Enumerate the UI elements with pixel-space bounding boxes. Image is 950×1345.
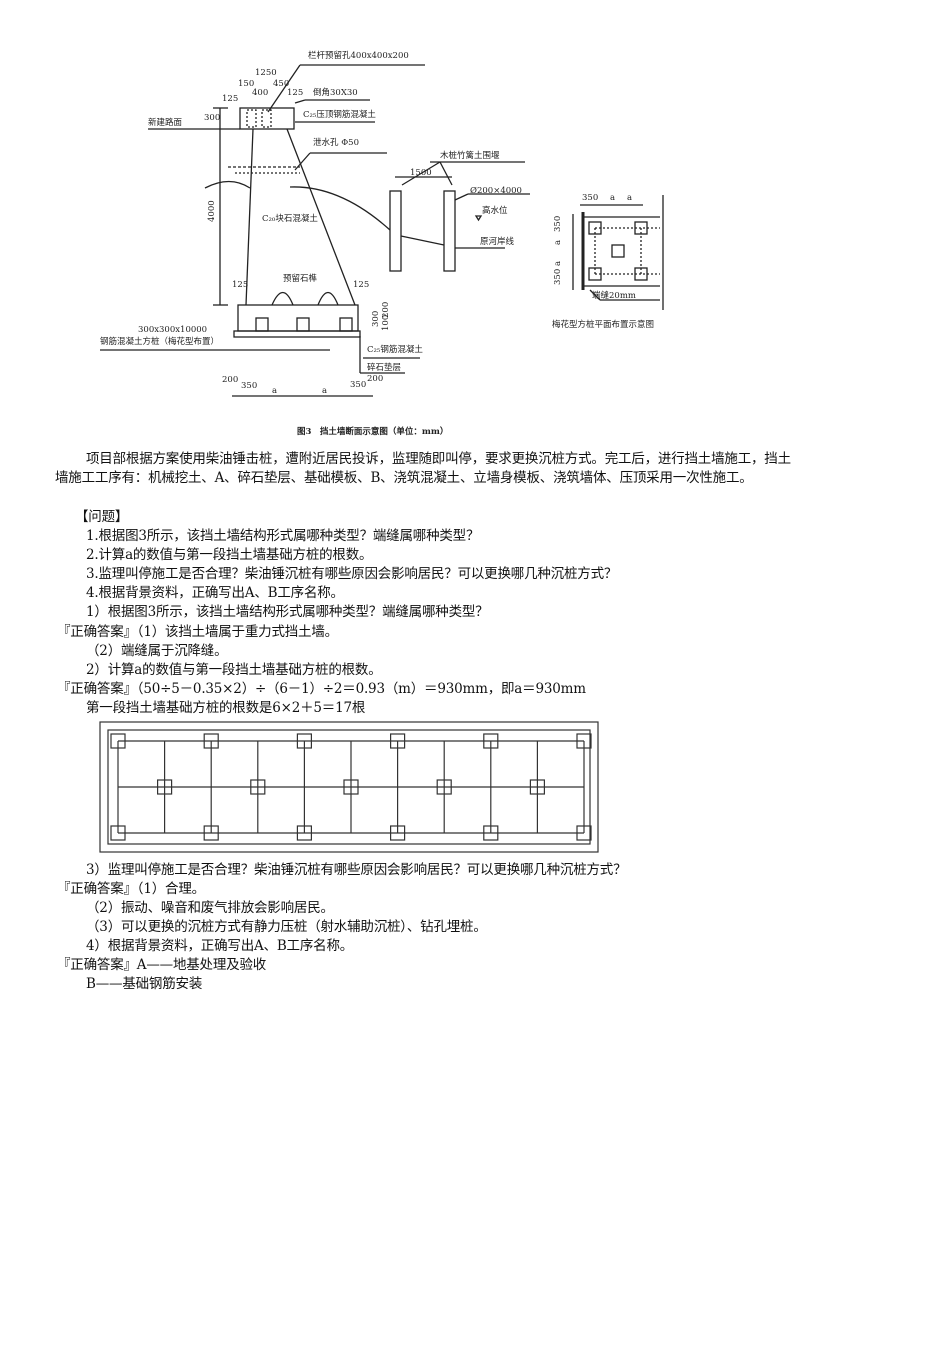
- answer-3-part-1: 『正确答案』（1）合理。: [57, 881, 205, 897]
- answer-2-part-2: 第一段挡土墙基础方桩的根数是6×2＋5＝17根: [86, 700, 366, 716]
- pile-cap-inner-outline: [107, 729, 591, 845]
- dim-100-base: 100: [381, 315, 391, 331]
- square-pile: [296, 825, 312, 841]
- label-river-bank: 原河岸线: [480, 236, 515, 247]
- plan-dim-a-2: a: [627, 193, 632, 203]
- label-railing-hole: 栏杆预留孔400x400x200: [308, 50, 409, 61]
- answer-2-part-1: 『正确答案』（50÷5－0.35×2）÷（6－1）÷2＝0.93（m）＝930m…: [57, 681, 586, 697]
- answer-3-part-2: （2）振动、噪音和废气排放会影响居民。: [86, 900, 334, 916]
- label-reserved-stone: 预留石榫: [283, 273, 318, 284]
- dim-4000: 4000: [207, 200, 217, 222]
- label-cofferdam: 木桩竹篱土围堰: [440, 150, 500, 161]
- plan-dim-a-1: a: [610, 193, 615, 203]
- square-pile: [203, 825, 219, 841]
- answer-1-part-1: 『正确答案』（1）该挡土墙属于重力式挡土墙。: [57, 624, 338, 640]
- questions-heading: 【问题】: [75, 509, 129, 525]
- dim-125-top-right: 125: [287, 88, 303, 98]
- square-pile: [296, 733, 312, 749]
- dim-200-base: 200: [381, 302, 391, 318]
- dim-350-right: 350: [350, 380, 366, 390]
- answer-3-question: 3）监理叫停施工是否合理？柴油锤沉桩有哪些原因会影响居民？可以更换哪几种沉桩方式…: [86, 862, 627, 878]
- question-4: 4.根据背景资料，正确写出A、B工序名称。: [86, 585, 344, 601]
- figure-caption: 图3 挡土墙断面示意图（单位：mm）: [297, 426, 448, 437]
- dim-300: 300: [204, 113, 220, 123]
- dim-200-left: 200: [222, 375, 238, 385]
- dim-125-right: 125: [353, 280, 369, 290]
- answer-1-part-2: （2）端缝属于沉降缝。: [86, 643, 228, 659]
- square-pile: [436, 779, 452, 795]
- square-pile: [110, 733, 126, 749]
- square-pile: [250, 779, 266, 795]
- label-base-concrete: C₂₅钢筋混凝土: [367, 344, 423, 355]
- answer-4-question: 4）根据背景资料，正确写出A、B工序名称。: [86, 938, 354, 954]
- dim-200-right: 200: [367, 374, 383, 384]
- square-pile: [576, 733, 592, 749]
- paragraph-line-2: 墙施工工序有：机械挖土、A、碎石垫层、基础模板、B、浇筑混凝土、立墙身模板、浇筑…: [55, 470, 753, 486]
- label-pile-size: Ø200×4000: [470, 185, 522, 196]
- answer-1-question: 1）根据图3所示，该挡土墙结构形式属哪种类型？端缝属哪种类型？: [86, 604, 489, 620]
- plan-dim-va-1: a: [553, 240, 563, 245]
- label-square-pile-desc: 钢筋混凝土方桩（梅花型布置）: [100, 336, 219, 347]
- plan-dim-v350-top: 350: [553, 216, 563, 232]
- dim-125-left: 125: [232, 280, 248, 290]
- paragraph-line-1: 项目部根据方案使用柴油锤击桩，遭附近居民投诉，监理随即叫停，要求更换沉桩方式。完…: [86, 451, 791, 467]
- label-end-joint: 端缝20mm: [592, 290, 636, 301]
- dim-1500: 1500: [410, 168, 432, 178]
- dim-450: 450: [273, 79, 289, 89]
- plan-dim-va-2: a: [553, 261, 563, 266]
- plan-dim-v350-bot: 350: [553, 269, 563, 285]
- square-pile: [343, 779, 359, 795]
- dim-150: 150: [238, 79, 254, 89]
- answer-3-part-3: （3）可以更换的沉桩方式有静力压桩（射水辅助沉桩）、钻孔埋桩。: [86, 919, 487, 935]
- label-coping: C₂₅压顶钢筋混凝土: [303, 109, 376, 120]
- dim-300-base: 300: [371, 311, 381, 327]
- square-pile: [110, 825, 126, 841]
- question-1: 1.根据图3所示，该挡土墙结构形式属哪种类型？端缝属哪种类型？: [86, 528, 480, 544]
- dim-1250: 1250: [255, 68, 277, 78]
- question-2: 2.计算a的数值与第一段挡土墙基础方桩的根数。: [86, 547, 373, 563]
- pile-layout-diagram: [99, 721, 599, 853]
- plan-title: 梅花型方桩平面布置示意图: [552, 319, 654, 330]
- label-weep-hole: 泄水孔 Φ50: [313, 137, 359, 148]
- retaining-wall-section-figure: 栏杆预留孔400x400x200 1250 150 450 400 125 12…: [100, 50, 664, 437]
- square-pile: [483, 733, 499, 749]
- dim-a-1: a: [272, 386, 277, 396]
- label-square-pile: 300x300x10000: [138, 325, 207, 335]
- square-pile: [157, 779, 173, 795]
- dim-400: 400: [252, 88, 268, 98]
- dim-125-top-left: 125: [222, 94, 238, 104]
- label-rubble-concrete: C₂₀块石混凝土: [262, 213, 318, 224]
- dim-350-left: 350: [241, 381, 257, 391]
- square-pile: [390, 825, 406, 841]
- label-new-road: 新建路面: [148, 117, 183, 128]
- answer-4-part-1: 『正确答案』A——地基处理及验收: [57, 957, 267, 973]
- square-pile: [529, 779, 546, 795]
- answer-2-question: 2）计算a的数值与第一段挡土墙基础方桩的根数。: [86, 662, 382, 678]
- pile-cap-outline: [99, 721, 599, 853]
- square-pile: [483, 825, 499, 841]
- answer-4-part-2: B——基础钢筋安装: [86, 976, 203, 992]
- plan-dim-350: 350: [582, 193, 598, 203]
- square-pile: [576, 825, 592, 841]
- square-pile: [390, 733, 406, 749]
- square-pile: [203, 733, 219, 749]
- label-chamfer: 倒角30X30: [313, 87, 358, 98]
- label-high-water: 高水位: [482, 205, 508, 216]
- dim-a-2: a: [322, 386, 327, 396]
- label-gravel: 碎石垫层: [367, 362, 401, 373]
- question-3: 3.监理叫停施工是否合理？柴油锤沉桩有哪些原因会影响居民？可以更换哪几种沉桩方式…: [86, 566, 618, 582]
